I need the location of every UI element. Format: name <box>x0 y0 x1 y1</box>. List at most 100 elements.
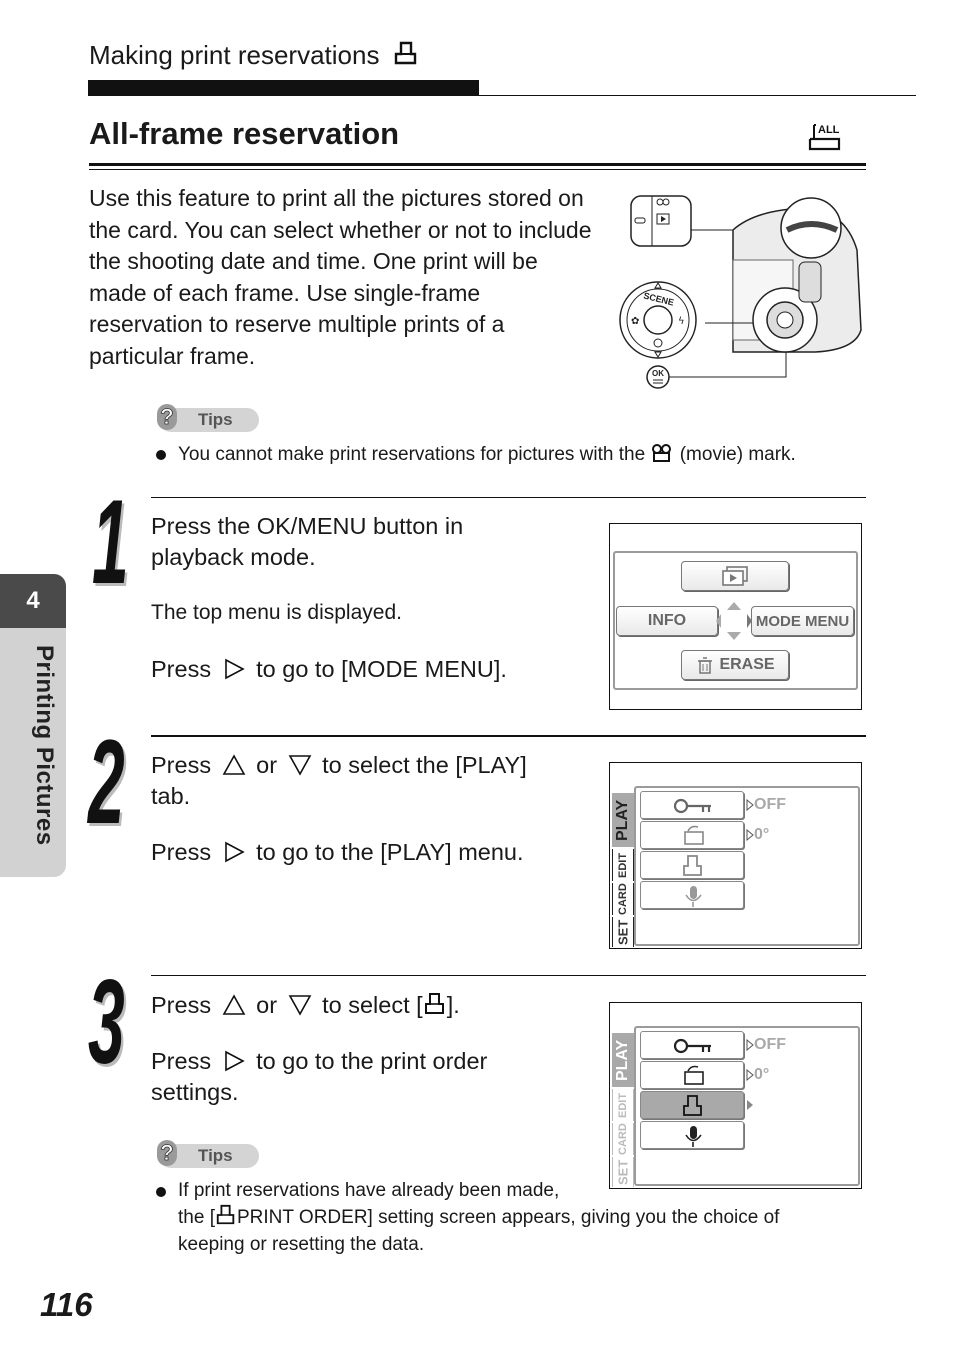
tab-column: PLAY EDIT CARD SET <box>612 793 634 947</box>
screen-top-menu: INFO MODE MENU ERASE <box>609 523 862 710</box>
or-word: or <box>256 752 278 778</box>
section-title-text: Making print reservations <box>89 40 380 70</box>
chapter-label: Printing Pictures <box>31 645 58 846</box>
playback-menu-button[interactable] <box>681 561 789 591</box>
rotate-value: 0° <box>754 826 770 843</box>
tip-text-2: If print reservations have already been … <box>178 1177 779 1258</box>
step3-text-a: Press or to select []. <box>151 990 460 1021</box>
step2-line2: tab. <box>151 783 191 809</box>
step3-rule <box>151 975 866 976</box>
print-icon <box>683 855 702 876</box>
tip-text-after: (movie) mark. <box>679 444 796 465</box>
step-number-3: 3 <box>88 955 125 1089</box>
tips-label: Tips <box>198 1146 233 1165</box>
svg-text:ϟ: ϟ <box>678 316 685 327</box>
microphone-icon <box>685 886 702 907</box>
arrow-down-icon <box>288 755 311 776</box>
voice-row[interactable] <box>640 1121 744 1149</box>
key-icon <box>673 798 711 814</box>
ok-label: OK <box>652 369 664 378</box>
screen-play-tab: PLAY EDIT CARD SET OFF 0° <box>609 762 862 949</box>
tips-header-2: ? Tips <box>155 1138 265 1172</box>
trash-icon <box>698 657 713 674</box>
erase-button[interactable]: ERASE <box>681 650 789 680</box>
mode-menu-button[interactable]: MODE MENU <box>751 606 854 636</box>
arrow-right-icon <box>747 1100 753 1110</box>
all-print-icon: ALL <box>808 124 841 151</box>
print-order-row-selected[interactable] <box>640 1091 744 1119</box>
page-number: 116 <box>40 1286 93 1323</box>
step3-text-b: Press to go to the print order settings. <box>151 1046 487 1108</box>
press-rest: to select [ <box>322 992 423 1018</box>
step1-text: Press the OK/MENU button in playback mod… <box>151 511 463 573</box>
tab-column: PLAY EDIT CARD SET <box>612 1033 634 1187</box>
section-rule <box>479 95 916 96</box>
step-number-1: 1 <box>92 475 129 609</box>
protect-value: OFF <box>754 796 786 813</box>
arrow-up-icon <box>222 994 245 1015</box>
tip-text-before: You cannot make print reservations for p… <box>178 444 646 465</box>
arrow-right-icon <box>746 1069 754 1081</box>
tab-card[interactable]: CARD <box>612 883 634 915</box>
tab-play[interactable]: PLAY <box>612 1033 634 1087</box>
arrow-cross-icon <box>716 602 752 640</box>
tab-edit[interactable]: EDIT <box>612 849 634 881</box>
step1-note: The top menu is displayed. <box>151 601 402 624</box>
press-rest: to go to the print order <box>256 1048 488 1074</box>
press-word: Press <box>151 992 212 1018</box>
tips-label: Tips <box>198 410 233 429</box>
question-icon: ? <box>157 404 177 430</box>
erase-label: ERASE <box>719 656 775 673</box>
svg-text:✿: ✿ <box>631 316 639 327</box>
tip2-line2: the [ PRINT ORDER] setting screen appears… <box>178 1204 779 1231</box>
print-icon <box>216 1204 235 1225</box>
movie-icon <box>652 444 672 462</box>
press-word: Press <box>151 656 212 682</box>
tip2-line1: If print reservations have already been … <box>178 1180 560 1201</box>
print-icon <box>394 41 416 65</box>
protect-row[interactable] <box>640 791 744 819</box>
press-rest: to go to the [PLAY] menu. <box>256 839 524 865</box>
mode-menu-label: MODE MENU <box>755 612 850 630</box>
tab-card[interactable]: CARD <box>612 1123 634 1155</box>
arrow-right-icon <box>224 658 245 680</box>
protect-row[interactable] <box>640 1031 744 1059</box>
screen-print-order: PLAY EDIT CARD SET OFF 0° <box>609 1002 862 1189</box>
print-order-row[interactable] <box>640 851 744 879</box>
step1-line2: playback mode. <box>151 544 316 570</box>
rotate-value: 0° <box>754 1066 770 1083</box>
protect-value: OFF <box>754 1036 786 1053</box>
bullet <box>156 1187 166 1197</box>
info-button[interactable]: INFO <box>616 606 718 636</box>
section-title: Making print reservations <box>89 40 421 71</box>
svg-text:ALL: ALL <box>818 124 840 136</box>
svg-text:?: ? <box>160 404 173 429</box>
arrow-right-icon <box>746 799 754 811</box>
rotate-row[interactable] <box>640 821 744 849</box>
tab-play[interactable]: PLAY <box>612 793 634 847</box>
tips-header-1: ? Tips <box>155 402 265 436</box>
svg-text:?: ? <box>160 1140 173 1165</box>
arrow-down-icon <box>288 995 311 1016</box>
tip-text-1: You cannot make print reservations for p… <box>178 441 796 468</box>
press-rest: to go to [MODE MENU]. <box>256 656 507 682</box>
step3-line2: settings. <box>151 1079 239 1105</box>
tab-edit[interactable]: EDIT <box>612 1089 634 1121</box>
intro-text: Use this feature to print all the pictur… <box>89 185 592 369</box>
info-label: INFO <box>647 612 687 629</box>
or-word: or <box>256 992 278 1018</box>
tip2-line2-pre: the [ <box>178 1207 215 1228</box>
voice-row[interactable] <box>640 881 744 909</box>
title-rule-thin <box>89 169 866 170</box>
tip2-line2-post: PRINT ORDER] setting screen appears, giv… <box>236 1207 780 1228</box>
tab-set[interactable]: SET <box>612 917 634 947</box>
section-bar <box>88 80 479 96</box>
question-icon: ? <box>157 1140 177 1166</box>
rotate-icon <box>684 825 704 845</box>
chapter-number: 4 <box>0 574 66 628</box>
step2-text-b: Press to go to the [PLAY] menu. <box>151 837 524 868</box>
print-icon <box>683 1095 702 1116</box>
rotate-row[interactable] <box>640 1061 744 1089</box>
microphone-icon <box>685 1126 702 1147</box>
page-title: All-frame reservation <box>89 116 400 151</box>
